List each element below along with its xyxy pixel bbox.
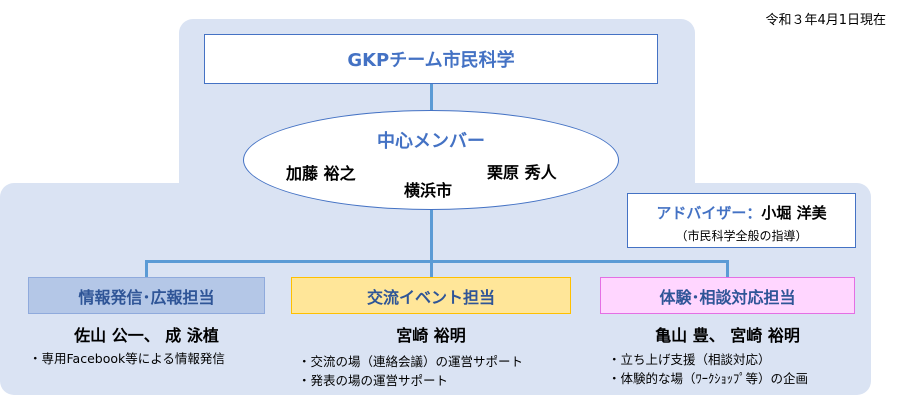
department-people: 宮崎 裕明 bbox=[396, 326, 466, 345]
department-title: 交流イベント担当 bbox=[366, 287, 495, 307]
connector-branch-center bbox=[430, 260, 433, 277]
core-member-name: 栗原 秀人 bbox=[487, 163, 557, 182]
connector-title-core bbox=[430, 84, 433, 111]
connector-branch-right bbox=[726, 260, 729, 277]
core-title: 中心メンバー bbox=[377, 131, 485, 152]
advisor-role: アドバイザー： bbox=[656, 204, 762, 222]
department-tasks: ・専用Facebook等による情報発信 bbox=[29, 349, 225, 368]
connector-branch-horizontal bbox=[145, 260, 728, 263]
department-title: 情報発信･広報担当 bbox=[78, 287, 215, 307]
department-people: 亀山 豊、 宮崎 裕明 bbox=[655, 326, 800, 345]
task-item: ・交流の場（連絡会議）の運営サポート bbox=[298, 354, 524, 369]
org-title: GKPチーム市民科学 bbox=[347, 50, 515, 71]
department-box-consultation: 体験･相談対応担当 bbox=[600, 277, 855, 314]
core-member-name: 加藤 裕之 bbox=[286, 164, 356, 183]
department-box-events: 交流イベント担当 bbox=[291, 277, 571, 314]
core-members-ellipse: 中心メンバー 加藤 裕之 栗原 秀人 横浜市 bbox=[243, 110, 619, 210]
task-item: ・立ち上げ支援（相談対応） bbox=[608, 352, 771, 367]
connector-core-branch bbox=[430, 209, 433, 262]
department-people: 佐山 公一、 成 泳植 bbox=[74, 326, 219, 345]
department-title: 体験･相談対応担当 bbox=[659, 287, 796, 307]
task-item: ・発表の場の運営サポート bbox=[298, 373, 449, 388]
org-title-box: GKPチーム市民科学 bbox=[204, 34, 658, 84]
department-tasks: ・立ち上げ支援（相談対応） ・体験的な場（ﾜｰｸｼｮｯﾌﾟ等）の企画 bbox=[608, 350, 808, 388]
connector-branch-left bbox=[145, 260, 148, 277]
as-of-date: 令和３年4月1日現在 bbox=[765, 13, 886, 28]
advisor-box: アドバイザー：小堀 洋美 （市民科学全般の指導） bbox=[627, 193, 856, 248]
advisor-note: （市民科学全般の指導） bbox=[675, 229, 808, 243]
task-item: ・体験的な場（ﾜｰｸｼｮｯﾌﾟ等）の企画 bbox=[608, 371, 809, 386]
department-tasks: ・交流の場（連絡会議）の運営サポート ・発表の場の運営サポート bbox=[298, 352, 523, 390]
department-box-pr: 情報発信･広報担当 bbox=[28, 277, 265, 314]
core-member-name: 横浜市 bbox=[404, 181, 453, 200]
advisor-name: 小堀 洋美 bbox=[761, 204, 827, 222]
task-item: ・専用Facebook等による情報発信 bbox=[29, 351, 225, 366]
